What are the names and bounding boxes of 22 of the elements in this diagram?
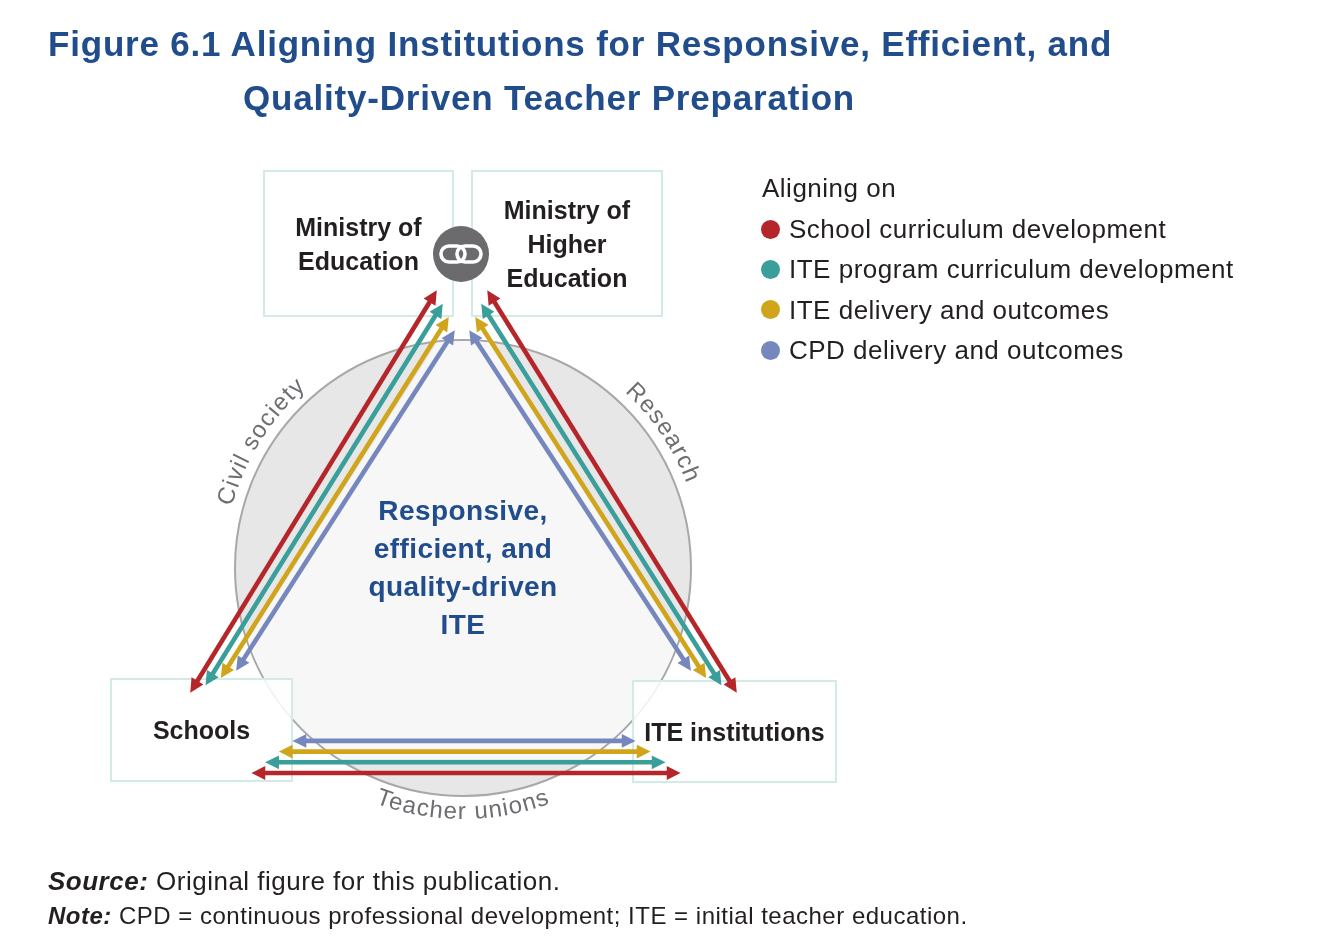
source-note: Source: Original figure for this publication. xyxy=(48,865,561,897)
center-statement: Responsive, efficient, and quality-driven ITE xyxy=(367,494,559,642)
abbreviation-note: Note: CPD = continuous professional development; ITE = initial teacher education. xyxy=(48,901,968,931)
double-arrow xyxy=(265,755,666,770)
double-arrow xyxy=(251,766,681,780)
institution-name: ITE institutions xyxy=(644,716,825,748)
legend-label: CPD delivery and outcomes xyxy=(789,334,1124,367)
institution-name: Ministry of Education xyxy=(294,211,423,277)
institution-box xyxy=(110,678,293,782)
double-arrow xyxy=(278,744,651,759)
institution-name: Ministry of Higher Education xyxy=(502,194,632,294)
double-arrow xyxy=(292,734,636,748)
institution-name: Schools xyxy=(152,715,251,746)
figure-title: Figure 6.1 Aligning Institutions for Responsive, Efficient, and Quality-Driven Teacher Preparation xyxy=(48,23,1114,119)
legend-label: ITE program curriculum development xyxy=(789,253,1234,286)
institution-box xyxy=(263,170,454,317)
legend-label: ITE delivery and outcomes xyxy=(789,293,1110,326)
ring-label: Teacher unions xyxy=(373,782,553,825)
institution-box xyxy=(471,170,663,317)
legend-heading: Aligning on xyxy=(762,172,897,204)
institution-box xyxy=(632,680,837,783)
legend-label: School curriculum development xyxy=(789,213,1167,245)
